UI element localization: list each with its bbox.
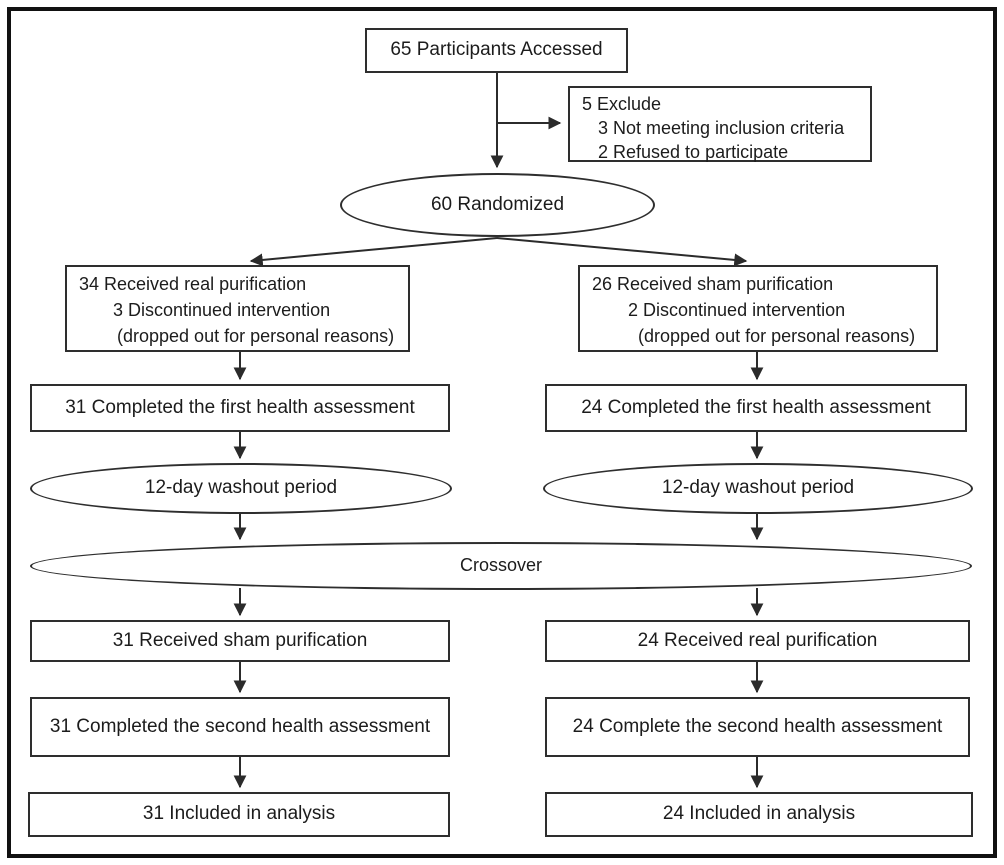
randomized-label: 60 Randomized: [430, 193, 565, 215]
right-analysis-label: 24 Included in analysis: [662, 803, 856, 825]
right-second-allocation-label: 24 Received real purification: [637, 629, 878, 651]
accessed-label: 65 Participants Accessed: [390, 39, 603, 61]
right-allocation-line-1: 26 Received sham purification: [592, 274, 834, 294]
left-allocation-line-2: 3 Discontinued intervention: [113, 300, 331, 320]
left-first-assessment-box: 31 Completed the first health assessment: [30, 384, 450, 432]
left-second-assessment-label: 31 Completed the second health assessmen…: [49, 715, 431, 737]
accessed-box: 65 Participants Accessed: [365, 28, 628, 73]
right-allocation-line-2: 2 Discontinued intervention: [628, 300, 846, 320]
right-washout-ellipse: 12-day washout period: [543, 463, 973, 514]
crossover-label: Crossover: [459, 555, 543, 576]
left-allocation-line-1: 34 Received real purification: [79, 274, 307, 294]
left-second-assessment-box: 31 Completed the second health assessmen…: [30, 697, 450, 757]
right-first-assessment-box: 24 Completed the first health assessment: [545, 384, 967, 432]
left-allocation-line-3: (dropped out for personal reasons): [117, 326, 395, 346]
arrow-randomized-to-left: [249, 237, 498, 267]
excluded-box: 5 Exclude 3 Not meeting inclusion criter…: [568, 86, 872, 162]
right-second-assessment-box: 24 Complete the second health assessment: [545, 697, 970, 757]
randomized-ellipse: 60 Randomized: [340, 173, 655, 237]
left-first-assessment-label: 31 Completed the first health assessment: [65, 396, 415, 418]
excluded-line-2: 3 Not meeting inclusion criteria: [598, 118, 845, 138]
right-allocation-box: 26 Received sham purification 2 Disconti…: [578, 265, 938, 352]
left-analysis-label: 31 Included in analysis: [142, 803, 336, 825]
excluded-line-3: 2 Refused to participate: [598, 142, 789, 162]
excluded-line-1: 5 Exclude: [582, 94, 662, 114]
right-allocation-line-3: (dropped out for personal reasons): [638, 326, 916, 346]
left-washout-ellipse: 12-day washout period: [30, 463, 452, 514]
arrow-randomized-to-right: [496, 237, 748, 267]
left-analysis-box: 31 Included in analysis: [28, 792, 450, 837]
right-second-allocation-box: 24 Received real purification: [545, 620, 970, 662]
left-second-allocation-label: 31 Received sham purification: [112, 629, 368, 651]
right-first-assessment-label: 24 Completed the first health assessment: [581, 396, 931, 418]
right-analysis-box: 24 Included in analysis: [545, 792, 973, 837]
left-second-allocation-box: 31 Received sham purification: [30, 620, 450, 662]
left-allocation-box: 34 Received real purification 3 Disconti…: [65, 265, 410, 352]
crossover-ellipse: Crossover: [30, 542, 972, 590]
left-washout-label: 12-day washout period: [144, 477, 338, 499]
right-washout-label: 12-day washout period: [661, 477, 855, 499]
right-second-assessment-label: 24 Complete the second health assessment: [572, 715, 943, 737]
